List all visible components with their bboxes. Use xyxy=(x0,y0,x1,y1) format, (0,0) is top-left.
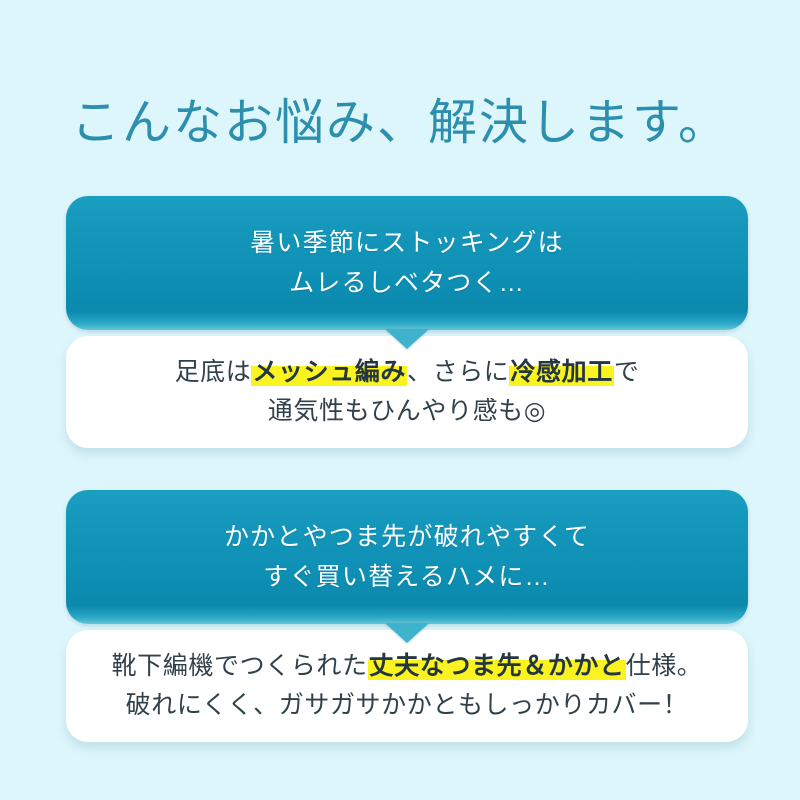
problem-line-1: 暑い季節にストッキングは xyxy=(250,228,564,257)
answer-card-2: 靴下編機でつくられた丈夫なつま先＆かかと仕様。 破れにくく、ガサガサかかともしっ… xyxy=(66,630,748,742)
answer-highlight-mesh: メッシュ編み xyxy=(251,357,407,386)
problem-card-2: かかとやつま先が破れやすくて すぐ買い替えるハメに… xyxy=(66,490,748,624)
answer-text-plain: 靴下編機でつくられた xyxy=(111,651,368,680)
answer-text-plain: 仕様。 xyxy=(625,651,703,680)
problem-line-2: すぐ買い替えるハメに… xyxy=(263,563,551,591)
answer-text-plain: 足底は xyxy=(174,357,252,386)
problem-line-2: ムレるしベタつく… xyxy=(289,269,525,297)
answer-text-plain: で xyxy=(613,357,640,386)
qa-group-2: かかとやつま先が破れやすくて すぐ買い替えるハメに… 靴下編機でつくられた丈夫な… xyxy=(66,490,748,742)
answer-card-1: 足底はメッシュ編み、さらに冷感加工で 通気性もひんやり感も◎ xyxy=(66,336,748,448)
problem-card-1: 暑い季節にストッキングは ムレるしベタつく… xyxy=(66,196,748,330)
answer-line-1: 靴下編機でつくられた丈夫なつま先＆かかと仕様。 xyxy=(112,647,703,687)
page-title: こんなお悩み、解決します。 xyxy=(70,94,730,150)
answer-line-1: 足底はメッシュ編み、さらに冷感加工で xyxy=(175,353,640,393)
answer-line-2: 通気性もひんやり感も◎ xyxy=(267,397,547,425)
problem-line-1: かかとやつま先が破れやすくて xyxy=(223,522,591,551)
answer-line-2: 破れにくく、ガサガサかかともしっかりカバー！ xyxy=(125,691,689,719)
answer-text-plain: 、さらに xyxy=(407,357,510,386)
answer-highlight-cooling: 冷感加工 xyxy=(509,357,614,386)
qa-group-1: 暑い季節にストッキングは ムレるしベタつく… 足底はメッシュ編み、さらに冷感加工… xyxy=(66,196,748,448)
answer-highlight-durable: 丈夫なつま先＆かかと xyxy=(367,651,626,680)
